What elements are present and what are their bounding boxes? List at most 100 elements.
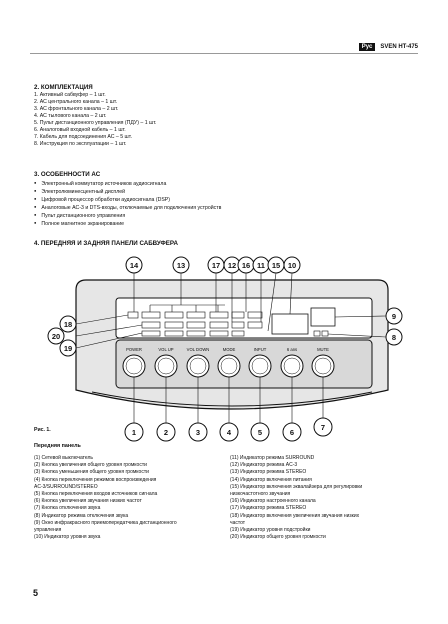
knob-label-mode: MODE: [223, 347, 236, 352]
legend-item: частот: [230, 519, 246, 526]
callout-13: 13: [172, 256, 190, 274]
svg-text:12: 12: [228, 261, 236, 270]
svg-text:1: 1: [132, 428, 136, 437]
legend-item: AC-3/SURROUND/STEREO: [34, 483, 98, 490]
svg-text:16: 16: [242, 261, 250, 270]
legend-item: (3) Кнопка уменьшения общего уровня гром…: [34, 469, 149, 476]
callout-6: 6: [282, 422, 302, 442]
callout-18: 18: [59, 315, 77, 333]
ir-window: [310, 307, 336, 327]
callout-4: 4: [219, 422, 239, 442]
callout-10: 10: [283, 256, 301, 274]
vol-up-knob[interactable]: [154, 354, 178, 378]
list-item: Пульт дистанционного управления: [34, 212, 221, 220]
callout-3: 3: [188, 422, 208, 442]
legend-item: (17) Индикатор режима STEREO: [230, 505, 307, 512]
legend-item: (8) Индикатор режима отключения звука: [34, 512, 129, 519]
header-rule: [30, 53, 418, 54]
bass-knob[interactable]: [280, 354, 304, 378]
features-list: Электронный коммутатор источников аудиос…: [34, 180, 221, 228]
legend-item: (20) Индикатор общего уровня громкости: [230, 534, 326, 541]
legend-item: низкочастотного звучания: [230, 491, 291, 498]
legend-item: (7) Кнопка отключения звука: [34, 505, 101, 512]
mute-indicator: [313, 330, 321, 337]
panel-base-curve: [91, 391, 373, 407]
knob-label-power: POWER: [126, 347, 142, 352]
equipment-list: 1. Активный сабвуфер – 1 шт. 2. АС центр…: [34, 92, 156, 148]
callout-2: 2: [156, 422, 176, 442]
list-item: 6. Аналоговый входной кабель – 1 шт.: [34, 127, 126, 133]
knob-label-bass: 6 ans: [287, 347, 297, 352]
list-item: 7. Кабель для подсоединения АС – 5 шт.: [34, 134, 132, 140]
svg-text:19: 19: [64, 344, 72, 353]
callout-15: 15: [267, 256, 285, 274]
list-item: Электронный коммутатор источников аудиос…: [34, 180, 221, 188]
section-features-title: 3. ОСОБЕННОСТИ АС: [34, 171, 101, 178]
level-display: [271, 313, 309, 335]
svg-text:7: 7: [321, 423, 325, 432]
callout-5: 5: [250, 422, 270, 442]
section-equipment-title: 2. КОМПЛЕКТАЦИЯ: [34, 84, 93, 91]
callout-20: 20: [47, 327, 65, 345]
figure-label: Рис. 1.: [34, 427, 51, 433]
list-item: Электролюминесцентный дисплей: [34, 188, 221, 196]
knob-label-input: INPUT: [254, 347, 267, 352]
power-knob[interactable]: [122, 354, 146, 378]
callout-19: 19: [59, 339, 77, 357]
svg-text:15: 15: [272, 261, 280, 270]
legend-item: (11) Индикатор режима SURROUND: [230, 455, 315, 461]
callout-1: 1: [124, 422, 144, 442]
callout-7: 7: [313, 417, 333, 437]
mute-knob[interactable]: [311, 354, 335, 378]
legend-item: (14) Индикатор включения питания: [230, 476, 312, 483]
page-header: Рус SVEN HT-475: [358, 41, 418, 52]
knob-label-vol-up: VOL UP: [158, 347, 173, 352]
legend-item: управления: [34, 527, 62, 534]
vol-down-knob[interactable]: [186, 354, 210, 378]
legend-item: (16) Индикатор настроенного канала: [230, 498, 316, 505]
knob-label-vol-down: VOL DOWN: [187, 347, 210, 352]
legend-item: (5) Кнопка переключения входов источнико…: [34, 491, 158, 498]
list-item: 4. АС тылового канала – 2 шт.: [34, 113, 107, 119]
svg-text:18: 18: [64, 320, 72, 329]
mode-knob[interactable]: [217, 354, 241, 378]
page-number: 5: [33, 588, 39, 598]
list-item: 5. Пульт дистанционного управления (ПДУ)…: [34, 120, 157, 126]
legend-item: (6) Кнопка увеличения звучания низких ча…: [34, 498, 142, 505]
legend-item: (9) Окно инфракрасного приемопередатчика…: [34, 519, 177, 526]
legend-item: (19) Индикатор уровня подстройки: [230, 527, 311, 534]
knob-row: [122, 354, 335, 378]
legend-item: (2) Кнопка увеличения общего уровня гром…: [34, 462, 147, 469]
svg-text:5: 5: [258, 428, 262, 437]
svg-text:17: 17: [212, 261, 220, 270]
svg-text:3: 3: [196, 428, 200, 437]
legend-item: (4) Кнопка переключения режимов воспроиз…: [34, 476, 157, 483]
svg-text:6: 6: [290, 428, 294, 437]
legend-item: (18) Индикатор включения увеличения звуч…: [230, 512, 360, 519]
svg-text:10: 10: [288, 261, 296, 270]
svg-text:13: 13: [177, 261, 185, 270]
input-knob[interactable]: [248, 354, 272, 378]
callout-8: 8: [385, 328, 403, 346]
knob-label-mute: MUTE: [317, 347, 329, 352]
language-badge: Рус: [358, 42, 376, 51]
svg-text:8: 8: [392, 333, 396, 342]
legend-item: (12) Индикатор режима AC-3: [230, 462, 298, 469]
legend-item: (1) Сетевой выключатель: [34, 455, 94, 461]
legend-item: (10) Индикатор уровня звука: [34, 534, 101, 541]
list-item: 3. АС фронтального канала – 2 шт.: [34, 106, 119, 112]
svg-text:11: 11: [257, 261, 265, 270]
section-panels-title: 4. ПЕРЕДНЯЯ И ЗАДНЯЯ ПАНЕЛИ САБВУФЕРА: [34, 240, 178, 247]
callout-16: 16: [237, 256, 255, 274]
list-item: 8. Инструкция по эксплуатации – 1 шт.: [34, 141, 127, 147]
legend-right: (11) Индикатор режима SURROUND (12) Инди…: [230, 455, 420, 541]
list-item: 1. Активный сабвуфер – 1 шт.: [34, 92, 106, 98]
legend-item: (13) Индикатор режима STEREO: [230, 469, 307, 476]
list-item: Цифровой процессор обработки аудиосигнал…: [34, 196, 221, 204]
mute-indicator-2: [321, 330, 329, 337]
legend-left: (1) Сетевой выключатель (2) Кнопка увели…: [34, 455, 234, 541]
svg-text:9: 9: [392, 312, 396, 321]
svg-text:2: 2: [164, 428, 168, 437]
list-item: Полное магнитное экранирование: [34, 220, 221, 228]
